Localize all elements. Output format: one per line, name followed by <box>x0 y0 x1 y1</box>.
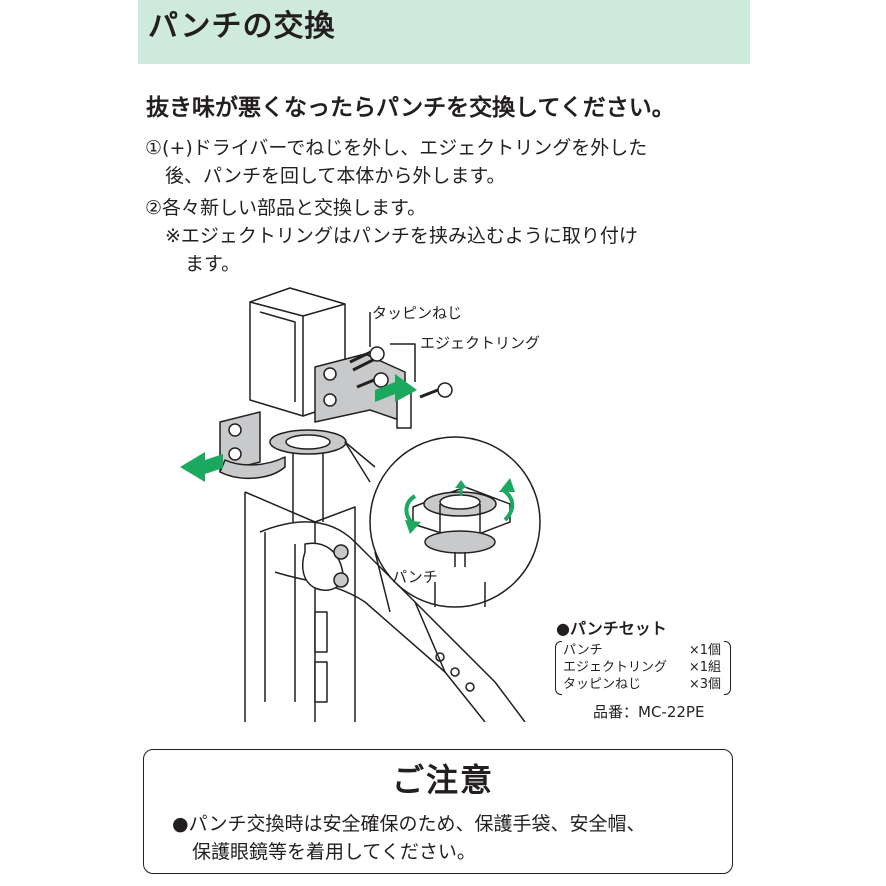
page-title: パンチの交換 <box>148 9 336 44</box>
item-qty: ×3個 <box>688 677 721 692</box>
step-2-line-1: ②各々新しい部品と交換します。 <box>145 197 427 219</box>
punch-set-title: ●パンチセット <box>556 619 667 638</box>
step-2-note-line-1: ※エジェクトリングはパンチを挟み込むように取り付け <box>165 225 638 247</box>
caution-title: ご注意 <box>391 761 494 799</box>
label-punch: パンチ <box>392 568 438 586</box>
step-2-note-line-2: ます。 <box>185 253 241 275</box>
punch-replacement-illustration <box>180 287 541 722</box>
caution-line-1: ●パンチ交換時は安全確保のため、保護手袋、安全帽、 <box>172 813 646 835</box>
header-band <box>138 0 750 64</box>
item-qty: ×1組 <box>688 660 721 675</box>
item-name: タッピンねじ <box>563 677 642 692</box>
caution-box <box>143 749 733 874</box>
list-item: エジェクトリング ×1組 <box>563 659 721 676</box>
label-screw: タッピンねじ <box>372 304 463 322</box>
step-1-line-1: ①(+)ドライバーでねじを外し、エジェクトリングを外した <box>145 137 648 159</box>
item-name: エジェクトリング <box>563 660 668 675</box>
step-1-line-2: 後、パンチを回して本体から外します。 <box>165 165 506 187</box>
list-item: パンチ ×1個 <box>563 642 721 659</box>
lead-heading: 抜き味が悪くなったらパンチを交換してください。 <box>146 95 675 121</box>
item-qty: ×1個 <box>688 643 721 658</box>
list-item: タッピンねじ ×3個 <box>563 676 721 693</box>
item-name: パンチ <box>563 643 603 658</box>
caution-line-2: 保護眼鏡等を着用してください。 <box>192 841 476 863</box>
bracket-right <box>724 641 731 695</box>
bracket-left <box>555 641 562 695</box>
punch-set-list: パンチ ×1個 エジェクトリング ×1組 タッピンねじ ×3個 <box>555 641 731 695</box>
part-number: 品番：MC-22PE <box>593 703 705 721</box>
label-eject-ring: エジェクトリング <box>420 334 541 352</box>
